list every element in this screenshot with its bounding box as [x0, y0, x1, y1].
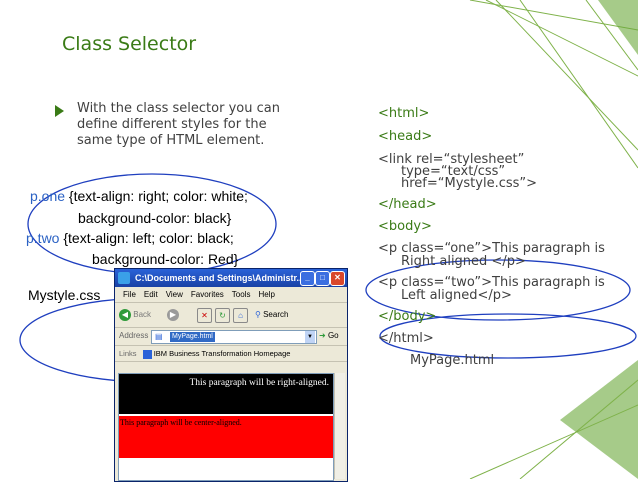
browser-title-bar[interactable]: C:\Documents and Settings\Administr... _… [115, 269, 347, 287]
close-icon[interactable]: ✕ [330, 271, 345, 286]
menu-bar: File Edit View Favorites Tools Help [115, 287, 347, 303]
code-html-open: <html> [378, 106, 430, 121]
code-body-close: </body> [378, 309, 437, 324]
menu-favorites[interactable]: Favorites [190, 290, 224, 299]
menu-view[interactable]: View [165, 290, 183, 299]
back-label: Back [133, 310, 152, 319]
css-selector-two: p.two [26, 230, 60, 246]
vertical-scrollbar[interactable] [334, 373, 345, 479]
chevron-down-icon[interactable]: ▼ [305, 331, 315, 343]
css-selector-one: p.one [30, 188, 66, 204]
menu-help[interactable]: Help [258, 290, 275, 299]
css-rule-one-line1: {text-align: right; color: white; [65, 188, 248, 204]
corner-shape-bottom [560, 360, 638, 479]
code-body-open: <body> [378, 219, 432, 234]
back-button[interactable]: ◀ Back [119, 308, 151, 322]
page-icon: ▤ [155, 332, 163, 341]
go-arrow-icon: ➜ [319, 331, 326, 340]
slide-title: Class Selector [62, 33, 197, 55]
links-label: Links [119, 349, 137, 358]
css-rule-two-line2: background-color: Red} [92, 251, 239, 267]
forward-button[interactable]: ▶ [167, 308, 179, 322]
code-link-line2: type=“text/css” [401, 164, 506, 179]
code-html-close: </html> [378, 331, 434, 346]
annotation-ellipse-paragraph [365, 259, 631, 321]
search-icon: ⚲ [255, 310, 261, 319]
css-rule-one-line2: background-color: black} [78, 210, 232, 226]
address-input[interactable]: ▤ MyPage.html ▼ [151, 330, 317, 344]
code-p-two-tag: <p class=“two”> [378, 275, 493, 290]
code-p-one-line2: Right aligned </p> [401, 254, 526, 269]
code-p-one-text2: Right aligned [401, 254, 492, 269]
code-p-two-line1: <p class=“two”>This paragraph is [378, 275, 605, 290]
code-head-close: </head> [378, 197, 437, 212]
browser-title: C:\Documents and Settings\Administr... [135, 273, 305, 283]
css-file-label: Mystyle.css [28, 287, 101, 303]
code-p-one-line1: <p class=“one”>This paragraph is [378, 241, 605, 256]
css-rule-two: p.two {text-align: left; color: black; [26, 230, 234, 246]
corner-shape [598, 0, 638, 55]
code-p-two-close: </p> [477, 288, 512, 303]
stop-icon[interactable]: ✕ [197, 308, 212, 323]
code-head-open: <head> [378, 129, 433, 144]
links-item[interactable]: IBM Business Transformation Homepage [153, 349, 291, 358]
arrow-bullet-icon [55, 105, 64, 117]
paragraph-two: This paragraph will be center-aligned. [119, 416, 333, 458]
back-arrow-icon: ◀ [119, 308, 131, 321]
code-p-one-close: </p> [491, 254, 526, 269]
code-p-one-tag: <p class=“one”> [378, 241, 493, 256]
css-rule-one: p.one {text-align: right; color: white; [30, 188, 248, 204]
menu-edit[interactable]: Edit [143, 290, 158, 299]
code-link-line3: href=“Mystyle.css”> [401, 176, 538, 191]
code-p-two-text: This paragraph is [492, 275, 605, 290]
address-bar: Address ▤ MyPage.html ▼ ➜ Go [115, 328, 347, 346]
go-button[interactable]: ➜ Go [319, 331, 339, 340]
browser-window: C:\Documents and Settings\Administr... _… [114, 268, 348, 482]
menu-file[interactable]: File [123, 290, 136, 299]
paragraph-one: This paragraph will be right-aligned. [119, 374, 333, 414]
css-rule-two-line1: {text-align: left; color: black; [59, 230, 234, 246]
search-label: Search [263, 310, 289, 319]
html-file-label: MyPage.html [410, 353, 495, 368]
ie-icon [118, 272, 130, 284]
corner-lines [469, 0, 638, 169]
code-link-line1: <link rel=“stylesheet” [378, 152, 525, 167]
refresh-icon[interactable]: ↻ [215, 308, 230, 323]
link-favicon-icon [142, 349, 152, 359]
code-p-one-text: This paragraph is [492, 241, 605, 256]
home-icon[interactable]: ⌂ [233, 308, 248, 323]
maximize-icon[interactable]: □ [315, 271, 330, 286]
code-p-two-line2: Left aligned</p> [401, 288, 512, 303]
minimize-icon[interactable]: _ [300, 271, 315, 286]
browser-content: This paragraph will be right-aligned. Th… [118, 373, 334, 481]
menu-tools[interactable]: Tools [231, 290, 251, 299]
go-label: Go [327, 331, 339, 340]
corner-line-bottom-2 [469, 404, 638, 479]
corner-line-bottom [519, 379, 638, 479]
links-bar: Links IBM Business Transformation Homepa… [115, 346, 347, 362]
address-label: Address [119, 331, 149, 340]
code-p-two-text2: Left aligned [401, 288, 478, 303]
annotation-ellipse-body [379, 313, 637, 359]
browser-toolbar: ◀ Back ▶ ✕ ↻ ⌂ ⚲ Search [115, 303, 347, 328]
address-value: MyPage.html [170, 332, 215, 342]
search-button[interactable]: ⚲ Search [255, 308, 288, 322]
forward-arrow-icon: ▶ [167, 308, 179, 321]
bullet-text: With the class selector you can define d… [77, 101, 280, 148]
